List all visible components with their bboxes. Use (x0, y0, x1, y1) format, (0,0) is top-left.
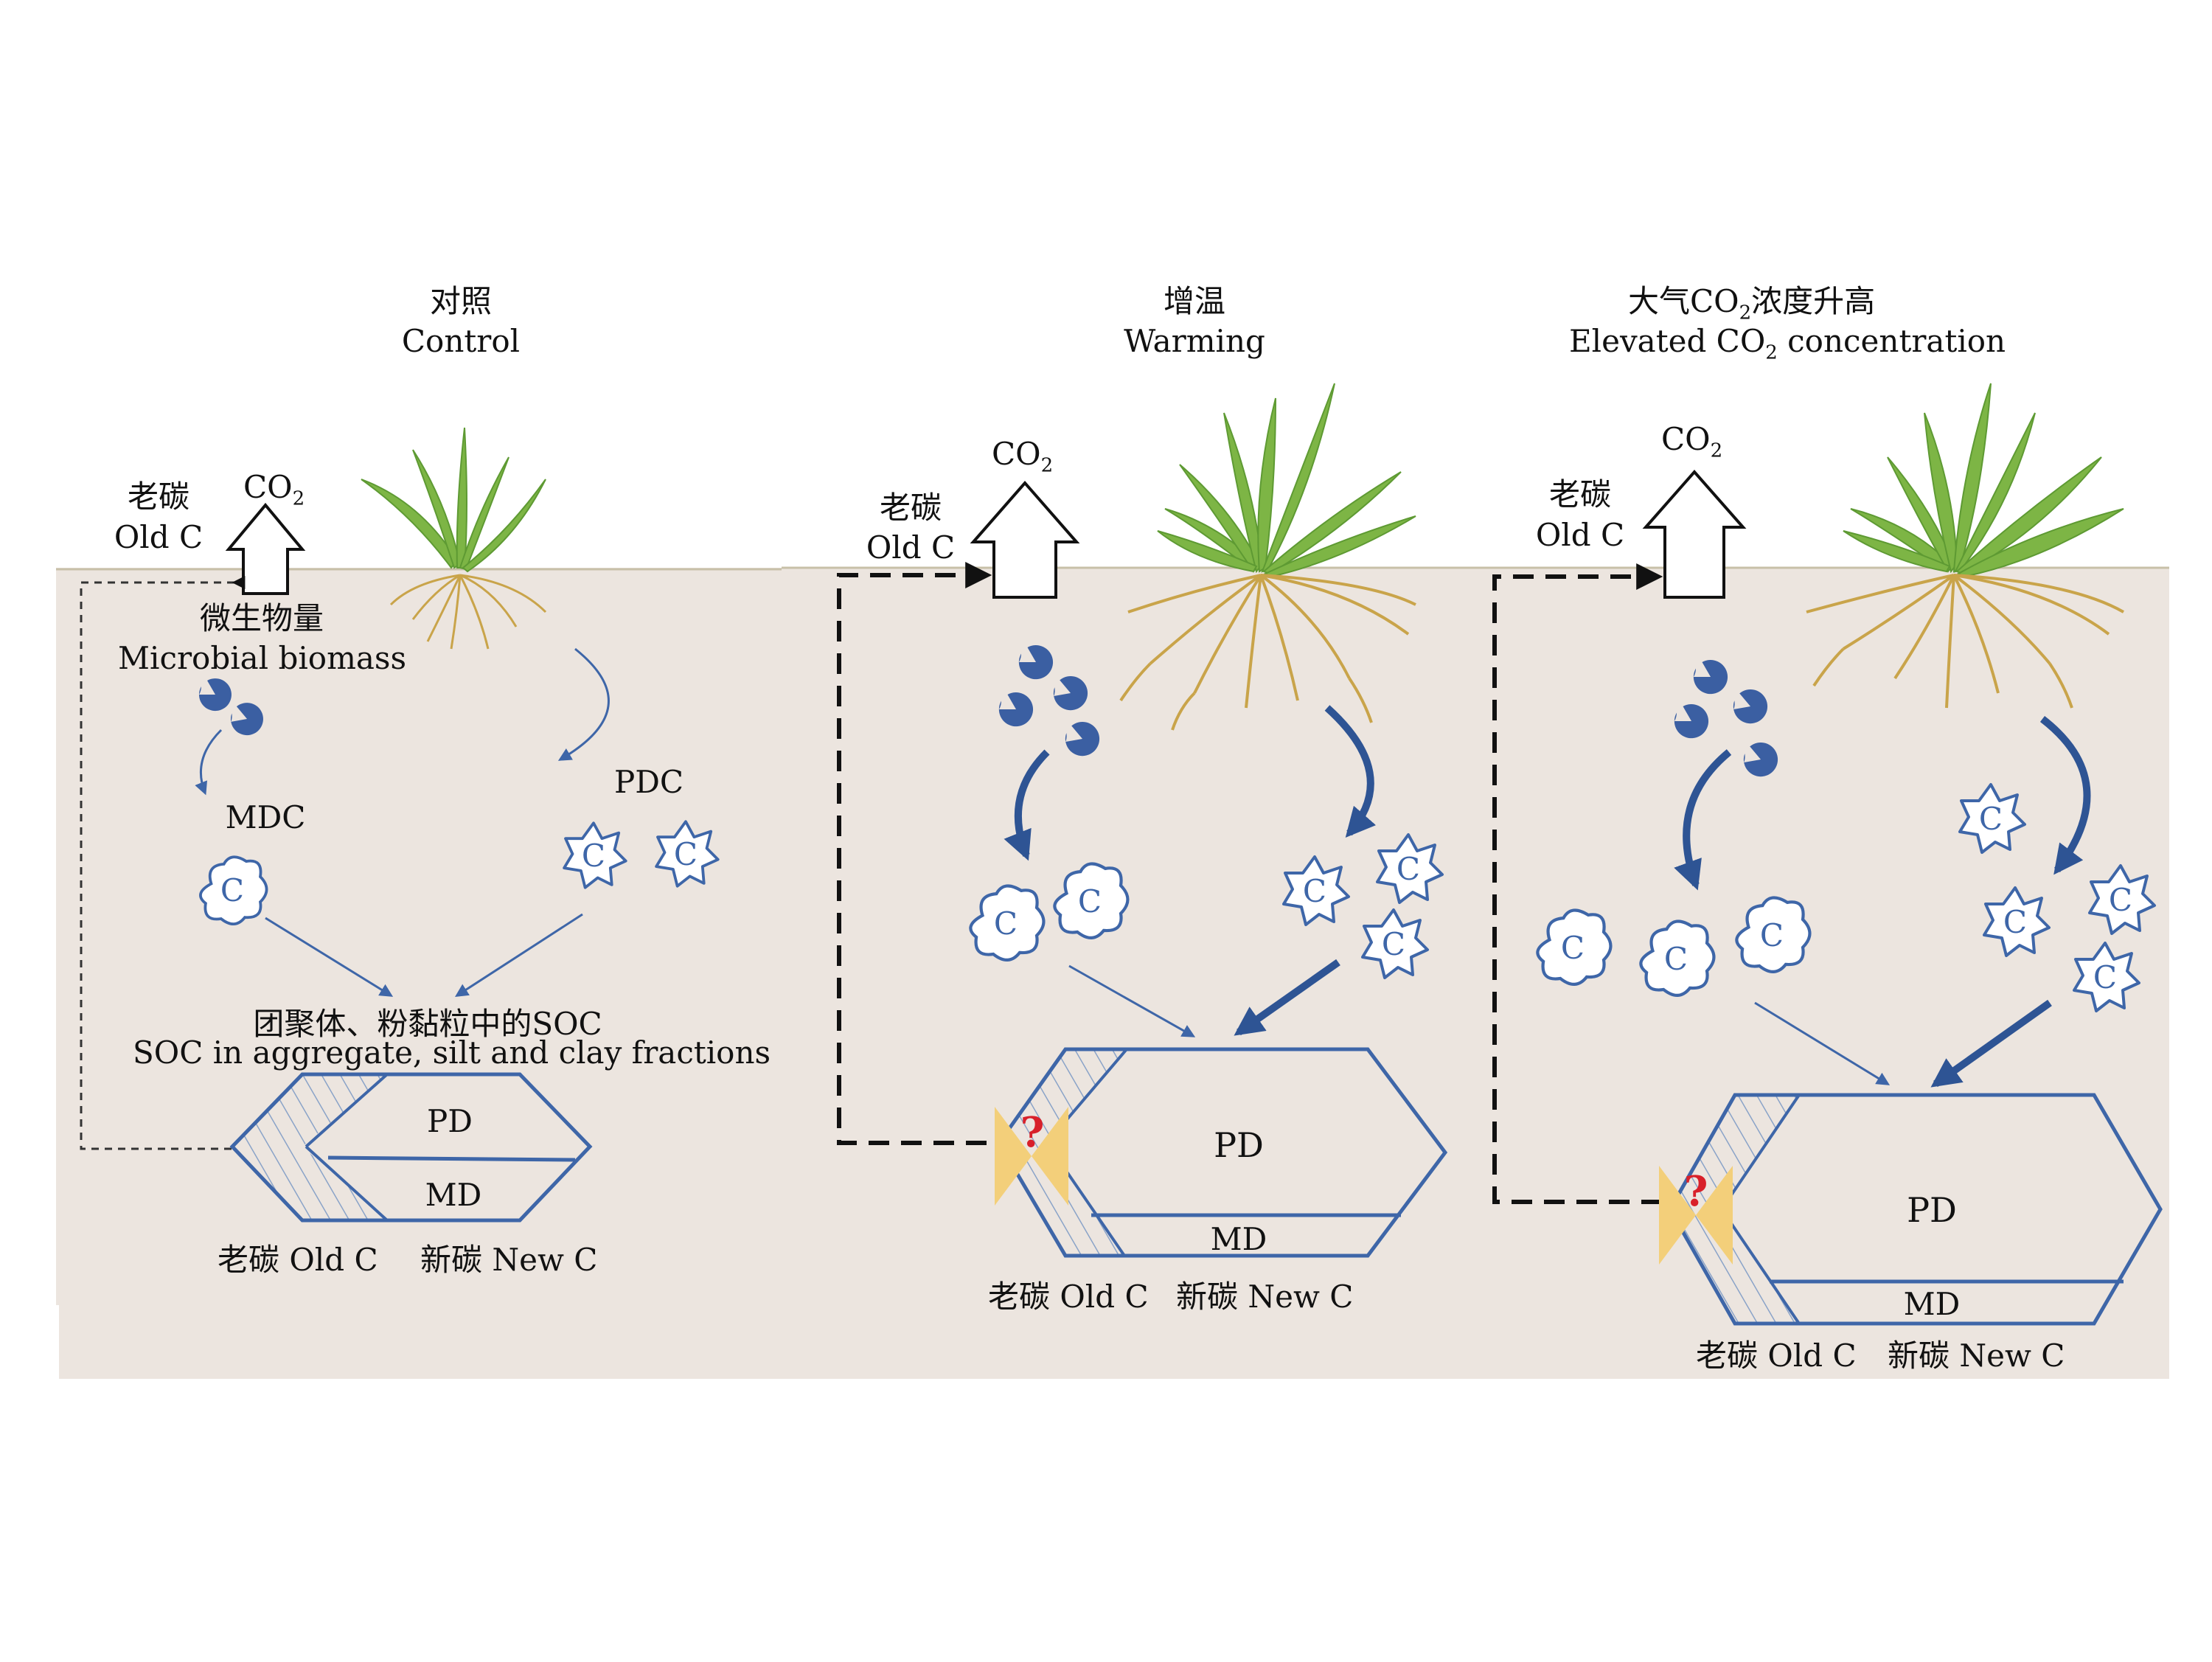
panel-title-en: Warming (1124, 323, 1265, 359)
soc-label-en: SOC in aggregate, silt and clay fraction… (133, 1035, 771, 1071)
old-c-dashed-path (837, 562, 992, 1145)
old-c-label-zh: 老碳 (1548, 476, 1611, 512)
co2-label: CO2 (992, 436, 1054, 477)
pdc-label: PDC (613, 764, 684, 800)
carbon-symbol: C (1077, 883, 1102, 919)
old-c-label-zh: 老碳 (127, 479, 189, 515)
carbon-symbol: C (1302, 873, 1327, 909)
old-c-label-en: Old C (114, 519, 204, 555)
plant-roots (1806, 574, 2124, 709)
hourglass-icon (1659, 1166, 1733, 1265)
pd-label: PD (1214, 1125, 1264, 1165)
carbon-symbol: C (1381, 926, 1406, 962)
bottom-new-c-label: 新碳 New C (420, 1242, 598, 1278)
carbon-symbol: C (2093, 959, 2118, 995)
panel-title-zh: 增温 (1163, 283, 1225, 319)
md-label: MD (425, 1177, 482, 1213)
carbon-symbol: C (1396, 851, 1421, 887)
old-c-dashed-path (80, 576, 246, 1150)
panel-title-en: Elevated CO2 concentration (1569, 323, 2006, 364)
microbial-biomass-zh: 微生物量 (199, 600, 324, 636)
carbon-symbol: C (581, 838, 606, 874)
md-label: MD (1210, 1221, 1267, 1257)
plant-leaves (361, 427, 546, 573)
hourglass-icon (995, 1107, 1068, 1206)
plant-leaves (1157, 383, 1416, 578)
microbial-biomass-en: Microbial biomass (118, 640, 407, 676)
bottom-old-c-label: 老碳 Old C (218, 1242, 378, 1278)
panel-title-en: Control (401, 323, 521, 359)
plant-leaves (1843, 383, 2124, 578)
co2-label: CO2 (243, 469, 305, 510)
panel-elevated-co2 (1492, 383, 2163, 1326)
co2-arrow (1642, 469, 1747, 599)
md-label: MD (1903, 1286, 1961, 1322)
old-c-dashed-path (1492, 563, 1663, 1204)
old-c-label-en: Old C (866, 529, 956, 566)
pd-label: PD (427, 1103, 473, 1139)
soc-hexagon (1668, 1093, 2163, 1326)
carbon-symbol: C (2108, 882, 2133, 918)
old-c-label-en: Old C (1535, 517, 1625, 553)
bottom-new-c-label: 新碳 New C (1888, 1338, 2065, 1374)
bottom-old-c-label: 老碳 Old C (1696, 1338, 1857, 1374)
carbon-symbol: C (1663, 941, 1688, 977)
mdc-label: MDC (225, 799, 306, 835)
carbon-symbol: C (993, 905, 1018, 942)
carbon-symbol: C (220, 872, 245, 908)
carbon-symbol: C (1759, 917, 1784, 953)
question-mark: ? (1020, 1108, 1045, 1157)
co2-label: CO2 (1661, 421, 1723, 462)
carbon-symbol: C (1978, 801, 2003, 837)
panel-title-zh: 对照 (429, 283, 492, 319)
co2-arrow (225, 502, 306, 595)
panel-title-zh: 大气CO2浓度升高 (1628, 283, 1876, 324)
co2-arrow (970, 480, 1080, 599)
bottom-old-c-label: 老碳 Old C (988, 1279, 1149, 1315)
old-c-label-zh: 老碳 (879, 490, 942, 526)
panel-control (80, 427, 720, 1223)
carbon-symbol: C (673, 836, 698, 872)
plant-roots (389, 574, 547, 650)
question-mark: ? (1683, 1167, 1708, 1216)
soc-label-zh: 团聚体、粉黏粒中的SOC (253, 1006, 602, 1042)
plant-roots (1119, 574, 1416, 731)
carbon-symbol: C (1560, 930, 1585, 966)
bottom-new-c-label: 新碳 New C (1176, 1279, 1354, 1315)
panel-warming (837, 383, 1448, 1258)
soc-hexagon (229, 1072, 593, 1223)
carbon-symbol: C (2003, 904, 2028, 940)
pd-label: PD (1907, 1190, 1957, 1230)
